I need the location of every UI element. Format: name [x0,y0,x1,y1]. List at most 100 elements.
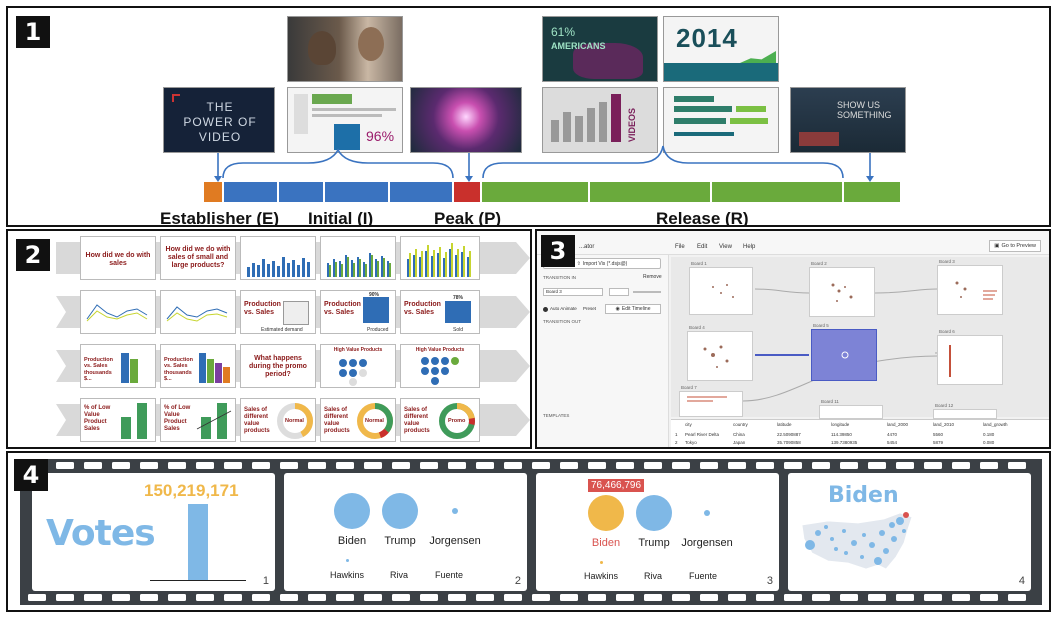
board-select-value: Board 3 [546,289,562,294]
something-text: SHOW US SOMETHING [837,100,892,121]
film-frame: Votes 150,219,171 1 [32,473,275,591]
monitor-icon: ▣ [994,243,1000,249]
table-header: land_growth [983,422,1008,427]
frame-number: 1 [262,575,269,587]
menu-view[interactable]: View [719,244,732,250]
segment-release [482,182,588,202]
thumbnail-caption: THE POWER OF VIDEO [183,100,257,144]
slide: Production vs. Sales 90% Produced [320,290,396,334]
table-header: country [733,422,748,427]
bar-chart-thumbnail [247,257,310,277]
film-perforation [560,594,578,601]
go-to-preview-label: Go to Preview [1001,243,1036,249]
film-perforation [196,594,214,601]
bar [121,417,131,439]
duration-slider[interactable] [633,291,661,293]
bar [217,403,227,439]
board-thumbnail[interactable] [687,331,753,381]
film-frame: Biden Trump Jorgensen Hawkins Riva Fuent… [284,473,527,591]
film-perforation [756,462,774,469]
film-perforation [420,462,438,469]
app-title: ...ator [579,244,595,250]
stage-label-establisher: Establisher (E) [160,209,280,227]
remove-button[interactable]: Remove [643,274,662,280]
thumbnail-website: 96% [287,87,403,153]
film-perforation [364,594,382,601]
duration-stepper[interactable] [609,288,629,296]
slide-title: % of Low Value Product Sales [164,405,191,432]
film-perforation [476,594,494,601]
sidebar [537,255,669,447]
film-perforation [616,462,634,469]
board-thumbnail[interactable] [809,267,875,317]
stage-label-initial: Initial (I) [308,209,374,227]
candidate-name: Jorgensen [681,537,733,549]
table-header: longitude [831,422,850,427]
table-cell: 22.5090887 [777,432,801,437]
board-thumbnail[interactable] [937,265,1003,315]
board-thumbnail[interactable] [679,391,743,417]
slide-title: Sales of different value products [324,407,350,434]
film-perforation [896,594,914,601]
table-cell: 5560 [933,432,944,437]
votes-total: 150,219,171 [144,481,239,500]
table-cell: 4470 [887,432,898,437]
film-perforation [504,462,522,469]
board-thumbnail-selected[interactable] [811,329,877,381]
menu-help[interactable]: Help [743,244,756,250]
film-perforation [84,462,102,469]
panel-number-badge: 2 [16,239,50,271]
americans-percent: 61% [551,25,576,39]
board-label: Board 4 [689,325,705,330]
board-thumbnail[interactable] [933,409,997,419]
dot [346,559,349,562]
americans-text: AMERICANS [551,41,606,51]
slide-title: % of Low Value Product Sales [84,405,111,432]
film-perforation [112,462,130,469]
film-perforation [84,594,102,601]
board-thumbnail[interactable] [689,267,753,315]
film-perforation [364,462,382,469]
slide: Sales of different value products Normal [240,398,316,442]
bubble-jorgensen [452,508,458,514]
film-perforation [28,594,46,601]
film-perforation [952,462,970,469]
film-perforations [28,462,1026,601]
thumbnail-pink-light [410,87,522,153]
edit-timeline-label: Edit Timeline [621,306,651,312]
preset-label[interactable]: Preset [583,306,597,311]
table-cell: Pearl River Delta [685,432,720,437]
frame-number: 3 [766,575,773,587]
table-row[interactable]: 2 Tokyo Japan 35.7090858 139.7380935 545… [671,440,1049,447]
film-perforation [588,594,606,601]
menu-edit[interactable]: Edit [697,244,708,250]
candidate-name: Trump [384,535,416,547]
film-perforation [140,594,158,601]
slide-pct: 78% [453,295,464,301]
board-thumbnail[interactable] [937,335,1003,385]
table-header: city [685,422,692,427]
film-perforation [308,462,326,469]
film-perforation [168,462,186,469]
edit-timeline-button[interactable]: ◉ Edit Timeline [605,304,661,314]
table-header: latitude [777,422,792,427]
table-row[interactable]: 1 Pearl River Delta China 22.5090887 114… [671,432,1049,439]
thumbnail-americans-map: 61% AMERICANS [542,16,658,82]
candidate-name: Trump [638,537,670,549]
candidate-name-small: Fuente [688,571,718,581]
film-perforation [112,594,130,601]
segment-initial [279,182,323,202]
panel-authoring-tool: 3 ...ator File Edit View Help ▣ Go to Pr… [535,229,1051,449]
slide-title: Sales of different value products [244,407,270,434]
slide: High Value Products [400,344,480,388]
table-cell: 5879 [933,440,944,445]
board-thumbnail[interactable] [819,405,883,419]
slide [160,290,236,334]
table-cell: 0.080 [983,440,995,445]
auto-animate-radio[interactable] [543,307,548,312]
dollar-icons [339,359,367,386]
go-to-preview-button[interactable]: ▣ Go to Preview [989,240,1041,252]
film-perforation [700,462,718,469]
menu-file[interactable]: File [675,244,685,250]
board-select[interactable]: Board 3 [543,288,603,296]
